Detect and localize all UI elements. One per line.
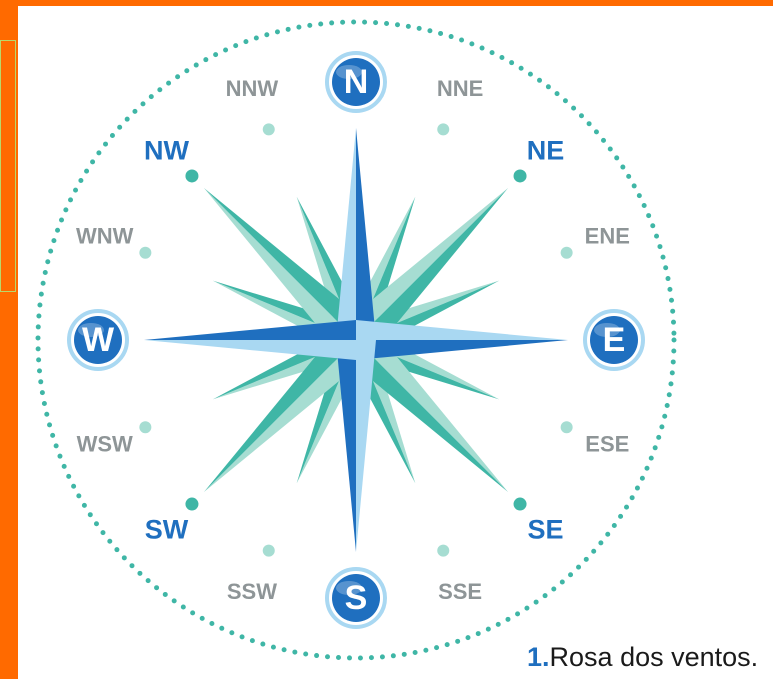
dotted-boundary-circle [35, 19, 677, 661]
label-n: N [344, 63, 369, 101]
label-wnw: WNW [76, 223, 134, 248]
secondary-dot-icon [262, 544, 275, 557]
secondary-dot-icon [437, 123, 450, 136]
cardinal-point-light [336, 128, 356, 340]
label-s: S [345, 579, 368, 617]
secondary-dot-icon [139, 246, 152, 259]
intercardinal-point-light [341, 187, 509, 340]
secondary-dot-icon [437, 544, 450, 557]
badge-shine [336, 581, 362, 595]
secondary-dot-icon [560, 246, 573, 259]
intercardinal-point-light [203, 340, 371, 493]
cardinal-badge-fill [590, 316, 638, 364]
intercardinal-point-dark [341, 340, 509, 493]
label-w: W [82, 321, 115, 359]
intercardinal-point-light [356, 325, 509, 493]
secondary-dot-icon [262, 123, 275, 136]
badge-shine [594, 323, 620, 337]
intercardinal-point-light [203, 187, 356, 355]
badge-shine [78, 323, 104, 337]
intercardinal-point-dark [203, 325, 356, 493]
intercardinal-point-dark [356, 187, 509, 355]
label-nne: NNE [437, 76, 483, 101]
intercardinal-dot-icon [185, 497, 199, 511]
label-sw: SW [145, 515, 189, 545]
secondary-dot-icon [560, 421, 573, 434]
label-ese: ESE [585, 432, 629, 457]
side-strip [0, 40, 16, 292]
cardinal-badge-fill [332, 574, 380, 622]
intercardinal-dot-icon [185, 169, 199, 183]
label-wsw: WSW [77, 432, 133, 457]
cardinal-point-light [356, 340, 376, 552]
label-ssw: SSW [227, 579, 277, 604]
cardinal-point-dark [356, 340, 568, 360]
caption-text: Rosa dos ventos. [549, 642, 759, 672]
rose-points [144, 128, 568, 552]
intercardinal-dot-icon [513, 497, 527, 511]
label-ene: ENE [585, 223, 630, 248]
label-se: SE [527, 515, 563, 545]
intercardinal-point-dark [203, 187, 371, 340]
cardinal-badge-fill [74, 316, 122, 364]
cardinal-point-dark [356, 128, 376, 340]
figure-caption: 1.Rosa dos ventos. [527, 642, 758, 673]
direction-markers [67, 51, 645, 629]
label-e: E [603, 321, 626, 359]
cardinal-point-dark [336, 340, 356, 552]
secondary-dot-icon [139, 421, 152, 434]
label-nw: NW [144, 135, 189, 165]
label-nnw: NNW [226, 76, 279, 101]
cardinal-point-light [144, 340, 356, 360]
cardinal-point-dark [144, 320, 356, 340]
intercardinal-dot-icon [513, 169, 527, 183]
cardinal-point-light [356, 320, 568, 340]
caption-number: 1. [527, 642, 550, 672]
cardinal-badge-fill [332, 58, 380, 106]
badge-shine [336, 65, 362, 79]
label-sse: SSE [438, 579, 482, 604]
label-ne: NE [527, 135, 565, 165]
